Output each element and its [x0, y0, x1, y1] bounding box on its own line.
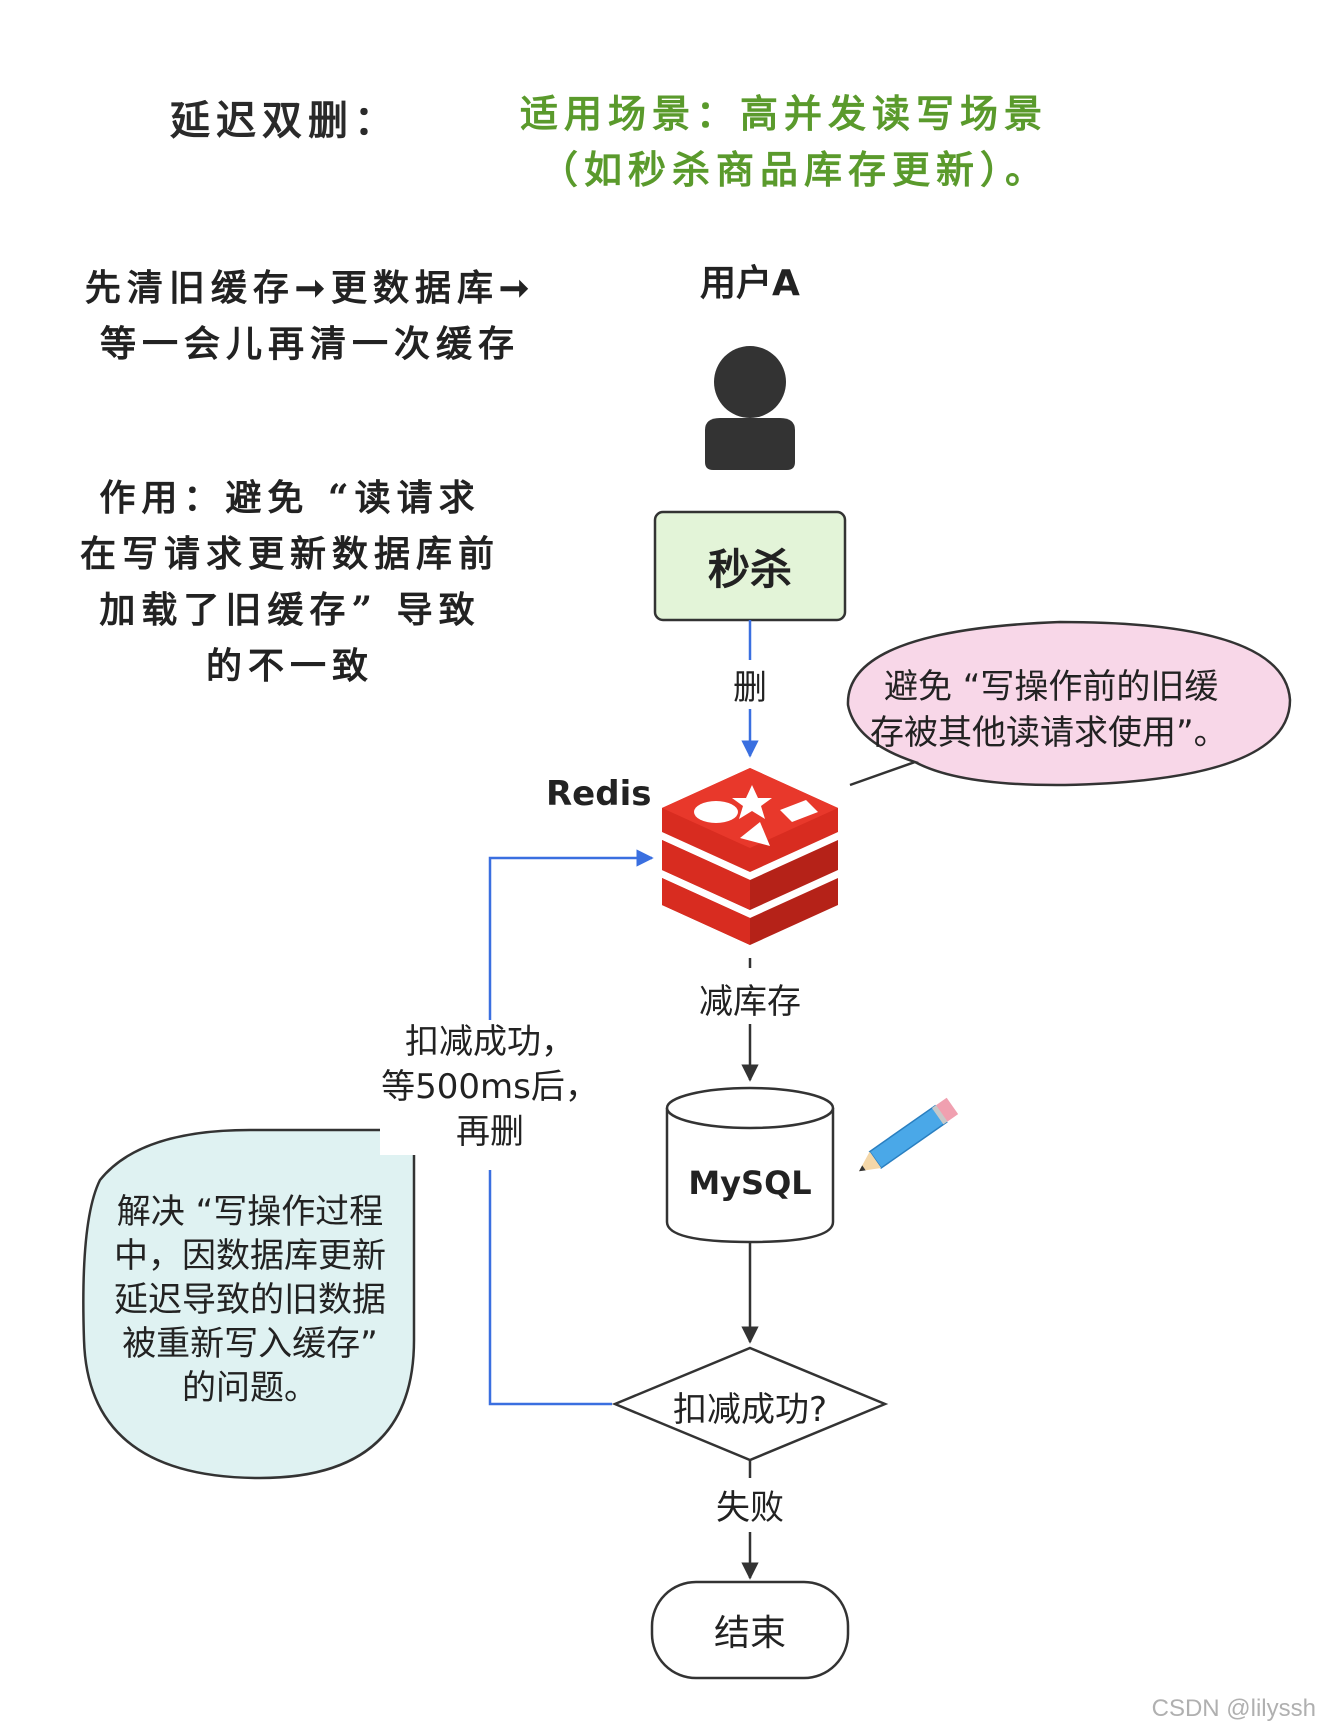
page-title: 延迟双删：	[170, 97, 400, 144]
teal-bubble-line-5: 的问题。	[182, 1368, 318, 1408]
teal-bubble-line-3: 延迟导致的旧数据	[114, 1280, 386, 1320]
fail-edge-label: 失败	[705, 1480, 795, 1529]
retry-line-1: 扣减成功，	[405, 1022, 575, 1062]
teal-speech-bubble	[82, 1128, 416, 1480]
pink-speech-bubble	[846, 620, 1292, 787]
effect-line-2: 在写请求更新数据库前	[79, 533, 500, 575]
teal-bubble-line-4: 被重新写入缓存”	[122, 1324, 378, 1364]
user-icon	[705, 346, 795, 470]
retry-edge-top	[488, 849, 654, 1040]
user-label: 用户A	[700, 263, 800, 304]
redis-icon	[662, 768, 838, 945]
teal-bubble-line-1: 解决 “写操作过程	[116, 1192, 384, 1232]
retry-edge-label: 扣减成功， 等500ms后， 再删	[380, 1020, 600, 1155]
effect-text: 作用：避免 “读请求 在写请求更新数据库前 加载了旧缓存” 导致 的不一致	[50, 470, 530, 694]
mysql-node	[665, 1086, 835, 1244]
teal-bubble-line-2: 中，因数据库更新	[114, 1236, 386, 1276]
redis-label: Redis	[546, 774, 652, 814]
pink-bubble-line-1: 避免 “写操作前的旧缓	[884, 667, 1219, 707]
retry-line-3: 再删	[456, 1112, 524, 1152]
pencil-icon	[859, 1097, 959, 1172]
end-node	[650, 1580, 850, 1680]
scenario-text: 适用场景：高并发读写场景 （如秒杀商品库存更新）。	[520, 86, 1080, 198]
scenario-line-1: 适用场景：高并发读写场景	[520, 91, 1049, 136]
steps-text: 先清旧缓存➞更数据库➞ 等一会儿再清一次缓存	[50, 260, 570, 372]
retry-edge-bottom	[488, 1170, 612, 1406]
decision-label: 扣减成功?	[672, 1390, 828, 1430]
pink-bubble-text: 避免 “写操作前的旧缓 存被其他读请求使用”。	[870, 664, 1270, 756]
effect-line-3: 加载了旧缓存” 导致	[99, 589, 481, 631]
steps-line-1: 先清旧缓存➞更数据库➞	[84, 267, 536, 309]
effect-line-1: 作用：避免 “读请求	[99, 477, 481, 519]
watermark: CSDN @lilyssh	[1151, 1695, 1316, 1722]
mysql-label: MySQL	[688, 1164, 812, 1202]
decrease-edge-label: 减库存	[690, 974, 810, 1023]
end-label: 结束	[713, 1613, 786, 1654]
teal-bubble-text: 解决 “写操作过程 中，因数据库更新 延迟导致的旧数据 被重新写入缓存” 的问题…	[90, 1190, 410, 1410]
effect-line-4: 的不一致	[205, 645, 374, 687]
pink-bubble-line-2: 存被其他读请求使用”。	[870, 713, 1228, 753]
scenario-line-2: （如秒杀商品库存更新）。	[540, 147, 1050, 192]
seckill-label: 秒杀	[707, 544, 792, 594]
delete-edge-label: 删	[722, 660, 778, 709]
steps-line-2: 等一会儿再清一次缓存	[99, 323, 520, 365]
retry-line-2: 等500ms后，	[381, 1067, 599, 1107]
